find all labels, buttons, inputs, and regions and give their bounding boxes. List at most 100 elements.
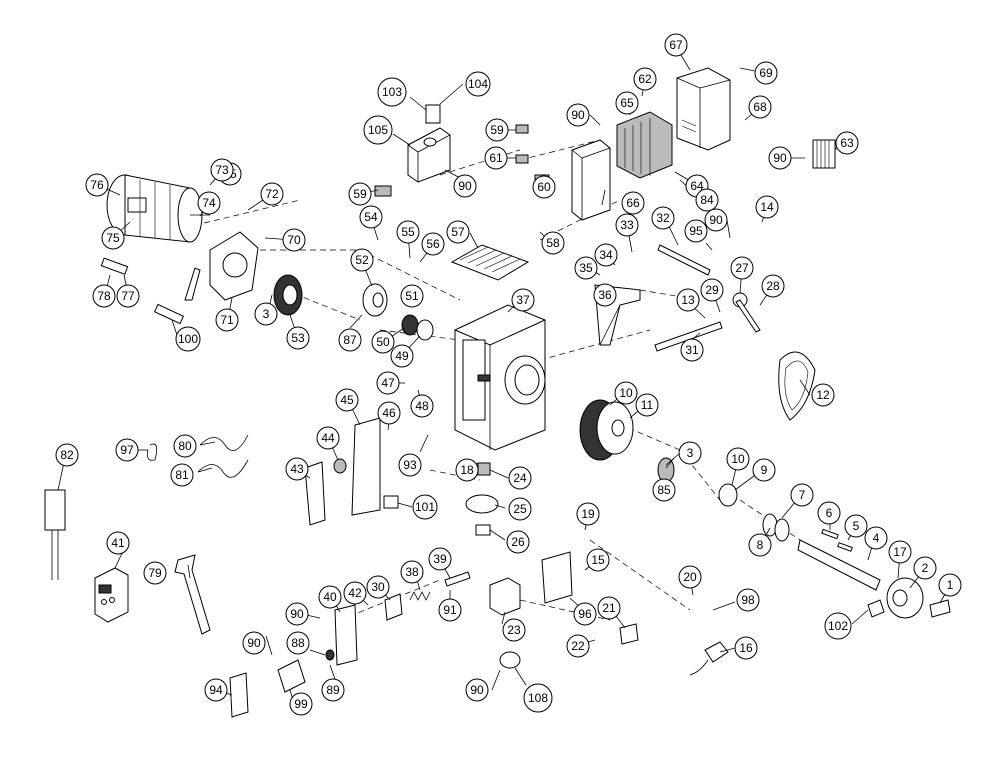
callout-number: 10	[731, 452, 745, 466]
callout-label: 56	[421, 232, 445, 256]
callout-label: 1	[938, 573, 962, 597]
key-part	[837, 542, 853, 552]
callout-number: 36	[598, 288, 612, 302]
callout-label: 108	[523, 683, 553, 713]
callout-label: 96	[573, 602, 597, 626]
wire-part	[197, 459, 249, 478]
callout-number: 24	[513, 471, 527, 485]
callout-label: 90	[768, 146, 792, 170]
callout-number: 15	[591, 553, 605, 567]
callout-label: 44	[316, 426, 340, 450]
callout-label: 89	[321, 678, 345, 702]
callout-number: 74	[202, 196, 216, 210]
callout-number: 22	[571, 639, 585, 653]
callout-number: 48	[415, 399, 429, 413]
heat-sink-part	[812, 139, 836, 169]
clamp-part	[384, 593, 403, 621]
callout-label: 50	[371, 330, 395, 354]
callout-number: 46	[382, 406, 396, 420]
control-box-part	[94, 567, 129, 623]
clamp-part	[277, 659, 306, 693]
callout-label: 61	[484, 146, 508, 170]
leader-lines	[57, 44, 951, 704]
callout-number: 52	[355, 253, 369, 267]
callout-number: 70	[287, 233, 301, 247]
callout-label: 12	[811, 383, 835, 407]
callout-number: 47	[381, 376, 395, 390]
callout-number: 85	[657, 483, 671, 497]
callout-label: 90	[566, 103, 590, 127]
callout-number: 64	[690, 179, 704, 193]
callout-number: 41	[111, 536, 125, 550]
callout-label: 30	[366, 575, 390, 599]
callout-label: 6	[817, 501, 841, 525]
callout-label: 46	[377, 401, 401, 425]
callout-label: 87	[338, 328, 362, 352]
bearing-part	[774, 518, 790, 542]
collar-part	[718, 483, 738, 507]
cover-plate-part	[450, 244, 530, 281]
callout-number: 1	[947, 578, 954, 592]
callout-label: 71	[215, 308, 239, 332]
callout-number: 4	[873, 531, 880, 545]
callout-number: 3	[263, 307, 270, 321]
pulley-part	[362, 283, 388, 317]
callout-label: 58	[541, 231, 565, 255]
bearing-part	[416, 319, 434, 341]
callout-number: 5	[853, 519, 860, 533]
callout-label: 5	[844, 514, 868, 538]
wire-part	[199, 434, 249, 452]
callout-number: 96	[578, 607, 592, 621]
callout-label: 76	[85, 173, 109, 197]
callout-label: 21	[597, 596, 621, 620]
callout-label: 73	[210, 158, 234, 182]
callout-number: 81	[175, 468, 189, 482]
callout-number: 90	[290, 607, 304, 621]
callout-number: 2	[922, 561, 929, 575]
callout-number: 90	[458, 179, 472, 193]
callout-label: 16	[734, 636, 758, 660]
callout-number: 73	[215, 163, 229, 177]
callout-number: 63	[840, 136, 854, 150]
callout-number: 91	[443, 603, 457, 617]
callout-number: 68	[753, 100, 767, 114]
callout-label: 42	[343, 581, 367, 605]
callout-number: 108	[528, 691, 548, 705]
callout-number: 84	[700, 193, 714, 207]
callout-number: 9	[761, 463, 768, 477]
connector-part	[515, 154, 529, 164]
motor-pulley-part	[273, 274, 303, 316]
callout-label: 85	[652, 478, 676, 502]
callout-number: 28	[766, 279, 780, 293]
callout-label: 66	[621, 191, 645, 215]
callout-label: 90	[465, 678, 489, 702]
callout-label: 104	[465, 71, 491, 97]
callout-label: 18	[455, 458, 479, 482]
callout-label: 9	[752, 458, 776, 482]
callout-number: 67	[669, 38, 683, 52]
callout-label: 49	[390, 344, 414, 368]
callout-label: 80	[173, 434, 197, 458]
callout-number: 19	[581, 507, 595, 521]
callout-number: 59	[353, 187, 367, 201]
callout-number: 71	[220, 313, 234, 327]
callout-number: 93	[403, 458, 417, 472]
callout-number: 60	[537, 180, 551, 194]
callout-number: 16	[739, 641, 753, 655]
callout-number: 100	[178, 332, 198, 346]
callout-label: 47	[376, 371, 400, 395]
callout-number: 77	[121, 289, 135, 303]
label-part	[229, 672, 249, 718]
callout-label: 25	[508, 497, 532, 521]
knob-part	[333, 458, 347, 474]
callout-label: 100	[175, 326, 201, 352]
callout-number: 45	[340, 393, 354, 407]
callout-number: 87	[343, 333, 357, 347]
callout-label: 90	[242, 631, 266, 655]
flange-part	[886, 577, 924, 619]
callout-number: 90	[247, 636, 261, 650]
callout-number: 78	[97, 289, 111, 303]
part-shapes	[44, 67, 951, 718]
callout-number: 105	[368, 123, 388, 137]
